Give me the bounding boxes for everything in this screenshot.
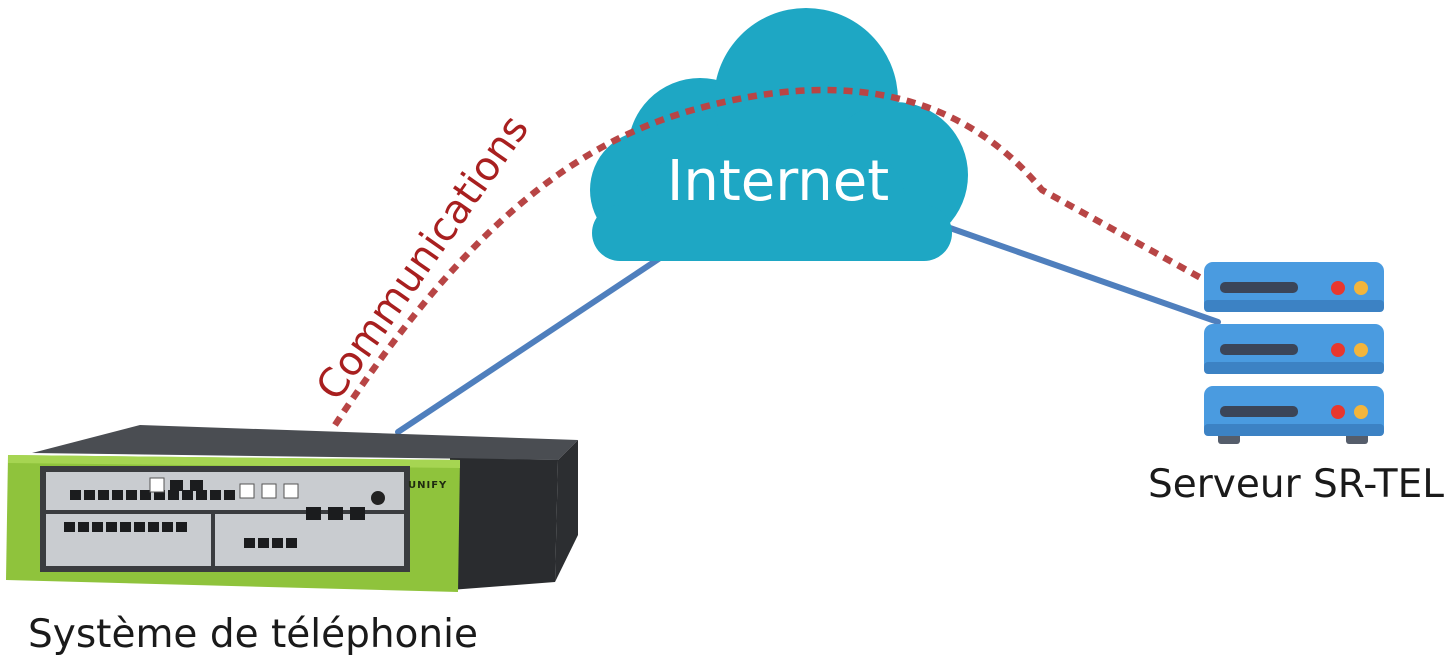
server-unit-top [1204, 262, 1384, 312]
pbx-brand-logo: UNIFY [408, 480, 447, 491]
telephony-system-device: UNIFY [6, 425, 578, 592]
communications-path [332, 86, 1212, 427]
server-icon [1204, 262, 1384, 444]
server-label: Serveur SR-TEL [1148, 462, 1444, 507]
internet-cloud-icon [590, 8, 968, 261]
cloud-label: Internet [667, 149, 889, 214]
server-unit-middle [1204, 324, 1384, 374]
telephony-system-label: Système de téléphonie [28, 612, 478, 657]
wire-cloud-to-server [947, 225, 1221, 325]
wire-pbx-to-cloud [395, 255, 663, 435]
server-unit-bottom [1204, 386, 1384, 436]
